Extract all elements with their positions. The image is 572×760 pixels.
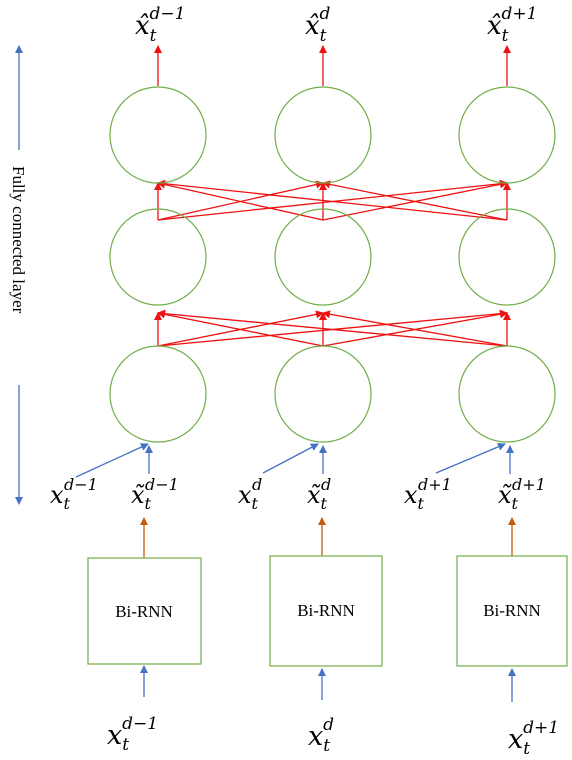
rnn-block-1: Bi-RNN — [87, 557, 202, 665]
rnn-label: Bi-RNN — [483, 601, 541, 620]
fc-input-label-1: xtd−1 — [50, 475, 98, 513]
output-label-3: x̂td+1 — [487, 4, 537, 46]
fc-input-arrow-1 — [75, 443, 149, 478]
rnn-output-label-2: x̃td — [307, 475, 331, 513]
rnn-box — [87, 557, 202, 665]
fc-node-r1-c2 — [274, 86, 372, 184]
fc-node-r3-c3 — [458, 345, 556, 443]
output-labels: x̂td−1 x̂td x̂td+1 — [135, 4, 537, 46]
input-arrows — [75, 443, 516, 702]
rnn-output-label-1: x̃td−1 — [131, 475, 179, 513]
fc-input-label-2: xtd — [238, 475, 262, 513]
fc-arrow-l2-3-1 — [157, 179, 508, 221]
fc-input-labels: xtd−1 xtd xtd+1 — [50, 475, 452, 513]
rnn-block-2: Bi-RNN — [269, 555, 383, 667]
side-label: Fully connected layer — [9, 166, 28, 314]
fc-node-r2-c2 — [274, 208, 372, 306]
rnn-box — [269, 555, 383, 667]
input-label-1: xtd−1 — [107, 714, 158, 755]
output-arrows — [154, 45, 511, 86]
rnn-box — [456, 555, 568, 667]
fc-node-r3-c1 — [109, 345, 207, 443]
fc-connections — [154, 179, 511, 347]
rnn-label: Bi-RNN — [297, 601, 355, 620]
fc-arrow-l1-2-1 — [157, 310, 324, 347]
output-label-2: x̂td — [305, 4, 331, 46]
fc-node-r1-c3 — [458, 86, 556, 184]
output-label-1: x̂td−1 — [135, 4, 185, 46]
fc-arrow-l1-3-2 — [322, 310, 508, 347]
rnn-block-3: Bi-RNN — [456, 555, 568, 667]
fc-input-arrow-3 — [435, 443, 506, 474]
fc-arrow-l2-2-1 — [157, 180, 324, 221]
fc-node-r1-c1 — [109, 86, 207, 184]
input-label-2: xtd — [308, 715, 334, 756]
fc-input-label-3: xtd+1 — [404, 475, 452, 513]
fc-node-r2-c3 — [458, 208, 556, 306]
fc-input-arrow-2 — [262, 443, 319, 474]
input-label-3: xtd+1 — [508, 718, 559, 759]
fc-nodes — [109, 86, 556, 443]
input-labels: xtd−1 xtd xtd+1 — [107, 714, 559, 759]
fc-node-r3-c2 — [274, 345, 372, 443]
rnn-output-label-3: x̃td+1 — [498, 475, 546, 513]
fc-node-r2-c1 — [109, 208, 207, 306]
fc-arrow-l1-3-1 — [157, 309, 508, 347]
side-annotation: Fully connected layer — [9, 45, 28, 505]
rnn-label: Bi-RNN — [115, 602, 173, 621]
rnn-output-labels: x̃td−1 x̃td x̃td+1 — [131, 475, 546, 513]
fc-arrow-l2-3-2 — [322, 180, 508, 221]
